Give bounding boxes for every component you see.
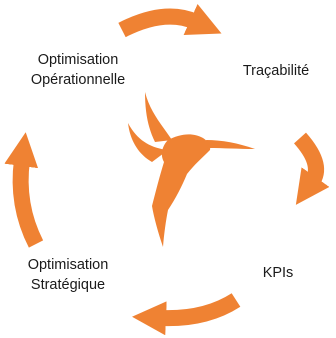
cycle-arrow-right (293, 132, 330, 205)
label-optimisation-operationnelle-line1: Optimisation (37, 52, 119, 68)
cycle-arrow-bottom (132, 293, 241, 336)
label-kpis-text: KPIs (262, 265, 294, 281)
label-optimisation-strategique: Optimisation Stratégique (8, 255, 128, 295)
label-kpis: KPIs (248, 263, 308, 283)
label-optimisation-operationnelle-line2: Opérationnelle (30, 72, 126, 88)
label-optimisation-strategique-line2: Stratégique (30, 277, 106, 293)
hummingbird-icon (128, 92, 255, 247)
label-tracabilite-text: Traçabilité (242, 63, 310, 79)
cycle-arrow-top (118, 4, 222, 38)
label-tracabilite: Traçabilité (226, 61, 326, 81)
label-optimisation-strategique-line1: Optimisation (27, 257, 109, 273)
cycle-arrow-left (4, 132, 44, 248)
label-optimisation-operationnelle: Optimisation Opérationnelle (8, 50, 148, 90)
